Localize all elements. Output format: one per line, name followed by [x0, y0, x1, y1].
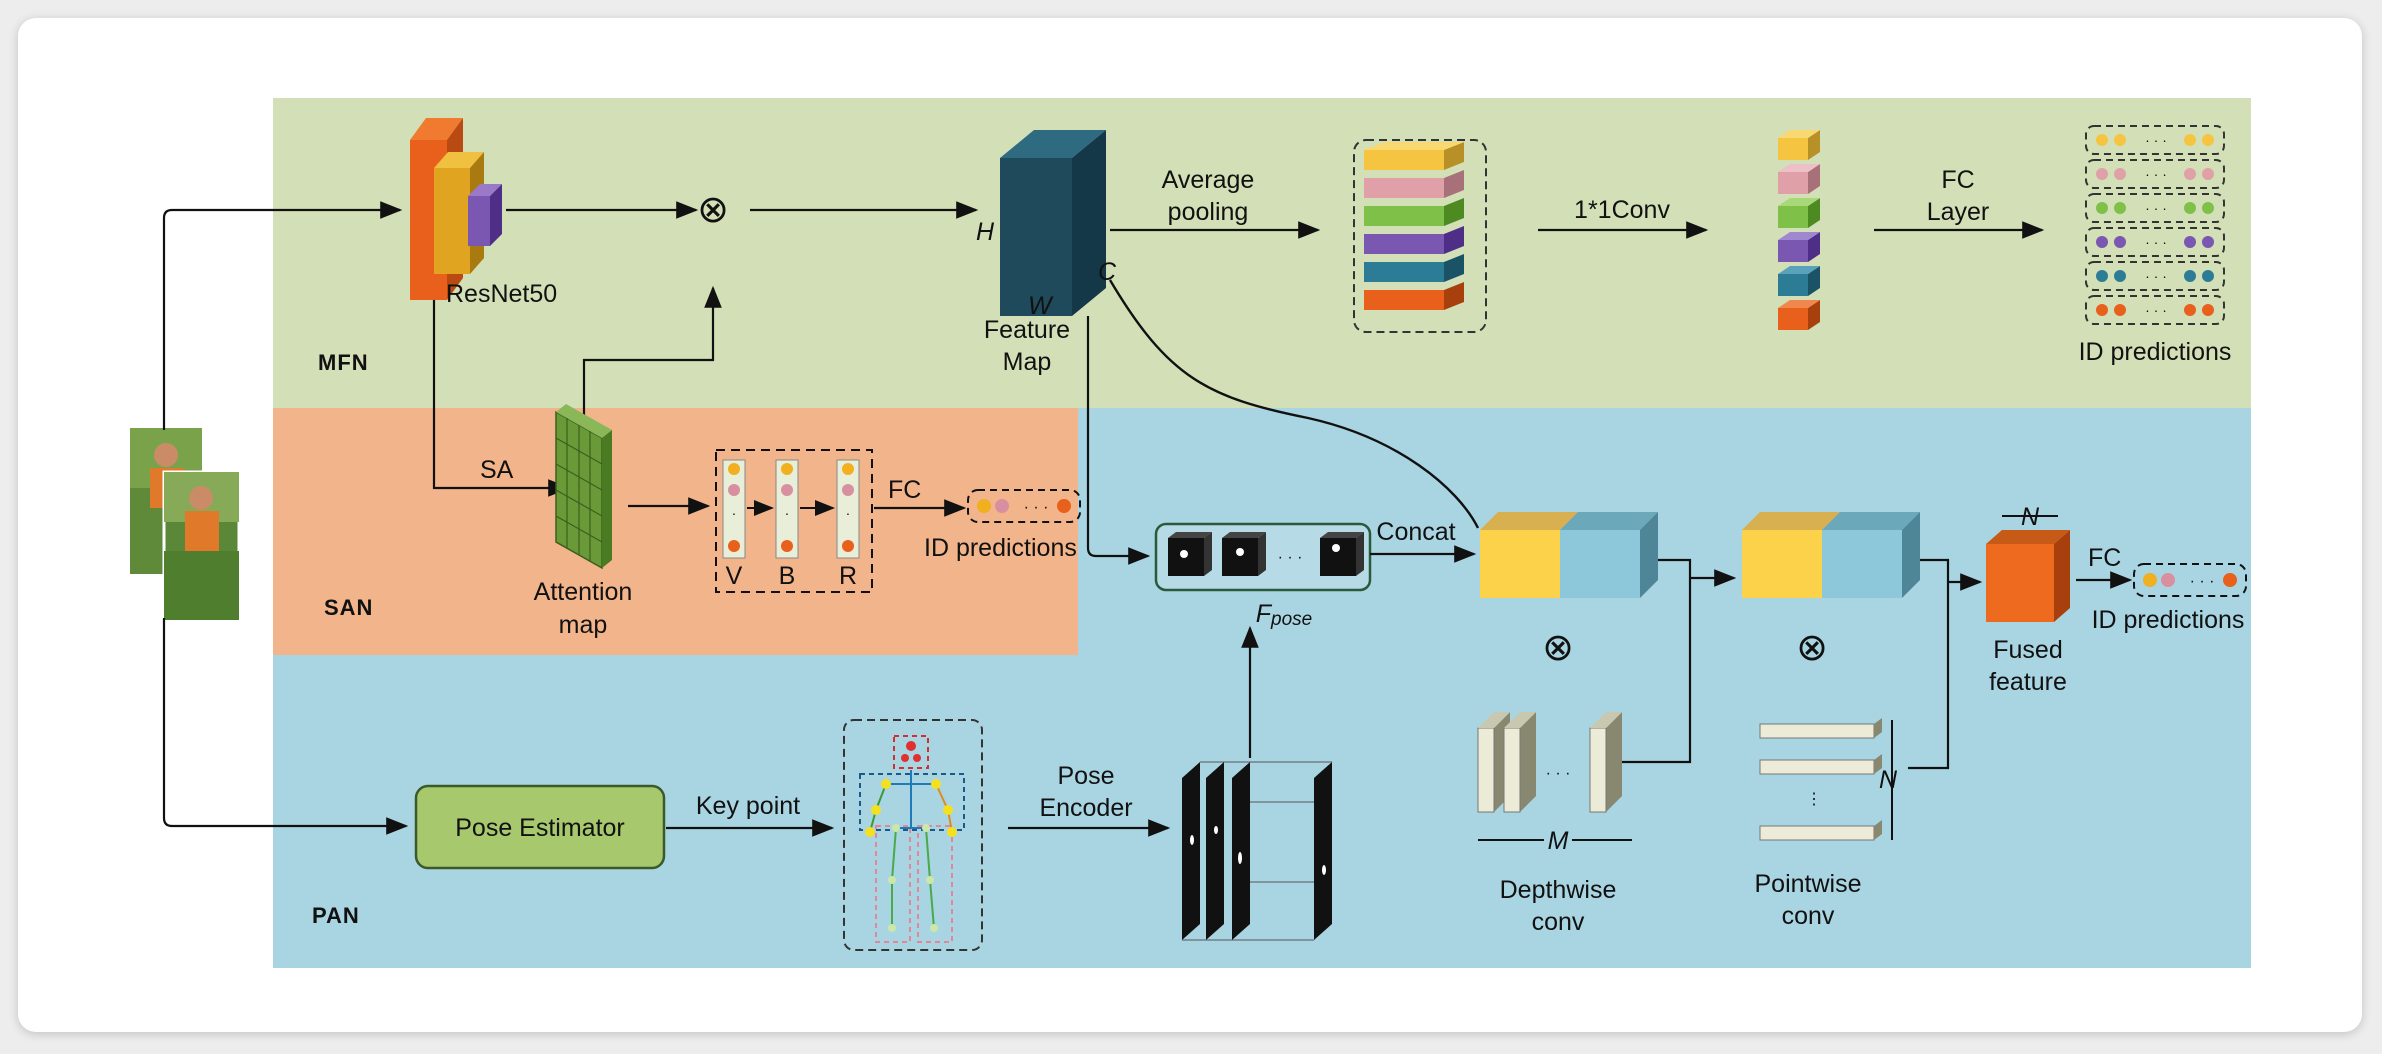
input-to-resnet-line — [162, 201, 403, 430]
conv1x1-label: 1*1Conv — [1574, 196, 1670, 224]
tag-mfn: MFN — [318, 350, 369, 375]
pose-estimator-label: Pose Estimator — [455, 814, 625, 842]
svg-text:·: · — [846, 505, 851, 521]
pose-encoder-label-2: Encoder — [1039, 794, 1132, 822]
tag-pan: PAN — [312, 903, 360, 928]
multiply-symbol-top: ⊗ — [697, 189, 729, 231]
svg-text:⋮: ⋮ — [1806, 791, 1822, 808]
svg-text:· · ·: · · · — [2145, 268, 2167, 284]
attention-map-label-1: Attention — [534, 578, 633, 606]
concat-block — [1480, 512, 1658, 598]
average-pooling-label-2: pooling — [1168, 198, 1249, 226]
vbr-label-r: R — [839, 562, 857, 590]
pan-fc-label: FC — [2088, 544, 2121, 572]
depthwise-label-1: Depthwise — [1500, 876, 1617, 904]
input-to-pose-line — [162, 618, 409, 835]
san-id-predictions-label: ID predictions — [924, 534, 1077, 562]
svg-text:· · ·: · · · — [2145, 234, 2167, 250]
key-point-label: Key point — [696, 792, 800, 820]
attention-map-label-2: map — [559, 611, 608, 639]
pose-encoder-stack — [1182, 761, 1332, 941]
svg-text:· · ·: · · · — [2190, 573, 2215, 590]
svg-text:·: · — [732, 505, 737, 521]
depthwise-conv-block: · · · — [1477, 712, 1622, 813]
featuremap-to-fpose-line — [1086, 316, 1151, 565]
pose-encoder-label-1: Pose — [1058, 762, 1115, 790]
svg-text:· · ·: · · · — [2145, 166, 2167, 182]
pan-id-predictions-label: ID predictions — [2092, 606, 2245, 634]
pan-id-predictions-box: · · · — [2133, 563, 2247, 597]
multiply-symbol-pointwise: ⊗ — [1796, 627, 1828, 669]
sa-label: SA — [480, 456, 514, 484]
fpose-label: Fpose — [1256, 600, 1312, 630]
fc-layer-label-1: FC — [1941, 166, 1974, 194]
pointwise-to-merge-line — [1908, 558, 1950, 770]
mfn-region — [273, 98, 2251, 408]
fused-feature-label-1: Fused — [1993, 636, 2062, 664]
svg-text:· · ·: · · · — [2145, 132, 2167, 148]
pointwise-conv-block: ⋮ — [1759, 718, 1882, 841]
san-id-predictions-box: · · · — [967, 489, 1081, 523]
svg-text:· · ·: · · · — [2145, 302, 2167, 318]
vbr-label-b: B — [779, 562, 796, 590]
svg-text:· · ·: · · · — [1546, 765, 1571, 782]
svg-text:· · ·: · · · — [2145, 200, 2167, 216]
concat-label: Concat — [1376, 518, 1455, 546]
dim-n-label-horizontal: N — [2021, 503, 2040, 531]
vbr-group: · · · — [715, 449, 873, 593]
architecture-diagram: MFN SAN PAN ResNet50 ⊗ SA — [130, 98, 2251, 968]
dim-m-label: M — [1548, 827, 1569, 855]
pooled-feature-stripes — [1353, 139, 1487, 333]
input-person-images — [130, 428, 241, 622]
figure-card: MFN SAN PAN ResNet50 ⊗ SA — [18, 18, 2362, 1032]
dim-n-label-vertical: N — [1879, 766, 1898, 794]
feature-map-cube — [1000, 130, 1106, 316]
mfn-id-predictions-label: ID predictions — [2079, 338, 2232, 366]
conv-output-cubes — [1778, 130, 1820, 330]
dim-h-label: H — [976, 218, 995, 246]
pose-estimator-box — [414, 784, 666, 870]
feature-map-label-2: Map — [1003, 348, 1052, 376]
san-region — [273, 408, 1078, 655]
keypoint-skeleton — [843, 719, 983, 951]
average-pooling-label-1: Average — [1162, 166, 1255, 194]
tag-san: SAN — [324, 595, 373, 620]
pointwise-input-block — [1742, 512, 1920, 598]
fc-layer-label-2: Layer — [1927, 198, 1990, 226]
mfn-id-predictions-grid: · · · · · · · · · · · · · · · · · · — [2085, 125, 2225, 325]
fused-feature-label-2: feature — [1989, 668, 2067, 696]
fpose-group: · · · — [1154, 522, 1372, 592]
depthwise-label-2: conv — [1532, 908, 1585, 936]
svg-text:· · ·: · · · — [1278, 549, 1303, 566]
fused-feature-cube — [1986, 530, 2070, 622]
concat-to-merge-line — [1622, 558, 1692, 764]
pointwise-label-2: conv — [1782, 902, 1835, 930]
resnet-label: ResNet50 — [446, 280, 557, 308]
resnet-to-sa-line — [432, 300, 571, 497]
pointwise-label-1: Pointwise — [1755, 870, 1862, 898]
svg-text:· · ·: · · · — [1024, 499, 1049, 516]
vbr-label-v: V — [726, 562, 743, 590]
dim-w-label: W — [1028, 292, 1054, 320]
multiply-symbol-concat: ⊗ — [1542, 627, 1574, 669]
attention-to-multiply-line — [582, 285, 722, 458]
san-fc-label: FC — [888, 476, 921, 504]
resnet50-block — [410, 118, 502, 300]
dim-c-label: C — [1098, 258, 1117, 286]
attention-map-block — [555, 404, 612, 570]
featuremap-to-concat-curve — [1108, 279, 1480, 529]
svg-text:·: · — [785, 505, 790, 521]
feature-map-label-1: Feature — [984, 316, 1070, 344]
